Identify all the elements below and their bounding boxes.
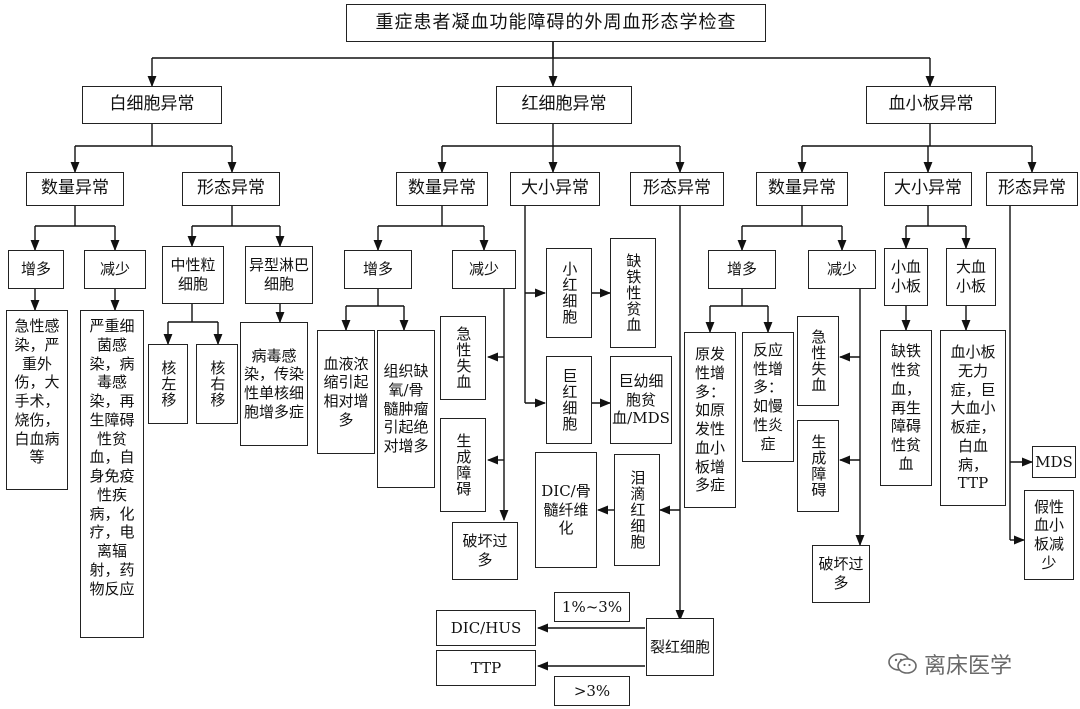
plt-abnormal-node: 血小板异常 [866,86,996,124]
watermark: 离床医学 [888,648,1012,680]
wbc-decrease-node: 减少 [84,250,146,289]
schistocyte-threshold-high: >3% [554,676,630,706]
plt-small-causes: 缺铁性贫血，再生障碍性贫血 [880,330,932,486]
diagram-title: 重症患者凝血功能障碍的外周血形态学检查 [346,4,766,42]
plt-acute-blood-loss: 急性失血 [797,316,839,406]
wbc-decrease-causes: 严重细菌感染，病毒感染，再生障碍性贫血，自身免疫性疾病，化疗，电离辐射，药物反应 [80,310,144,638]
wbc-right-shift-node: 核右移 [196,344,238,424]
plt-count-node: 数量异常 [756,172,848,206]
rbc-acute-blood-loss: 急性失血 [440,316,486,400]
rbc-iron-deficiency-anemia: 缺铁性贫血 [610,238,656,348]
rbc-teardrop-node: 泪滴红细胞 [614,454,660,566]
wbc-increase-node: 增多 [8,250,64,289]
wbc-left-shift-node: 核左移 [148,344,188,424]
plt-reactive-increase: 反应性增多：如慢性炎症 [742,332,794,462]
rbc-megaloblastic-mds: 巨幼细胞贫血/MDS [610,356,672,444]
rbc-abnormal-node: 红细胞异常 [496,86,632,124]
plt-small-platelet-node: 小血小板 [884,248,928,306]
rbc-macrocyte-node: 巨红细胞 [546,356,592,444]
plt-production-failure: 生成障碍 [797,420,839,512]
plt-large-causes: 血小板无力症，巨大血小板症，白血病，TTP [940,330,1006,506]
wbc-atypical-lymph-node: 异型淋巴细胞 [245,246,313,304]
rbc-relative-increase: 血液浓缩引起相对增多 [317,330,375,454]
wbc-abnormal-node: 白细胞异常 [82,86,222,124]
rbc-production-failure: 生成障碍 [440,418,486,512]
rbc-excess-destruction: 破坏过多 [452,522,518,580]
wbc-count-node: 数量异常 [26,172,124,206]
plt-excess-destruction: 破坏过多 [812,545,870,603]
wbc-morph-node: 形态异常 [182,172,280,206]
rbc-morph-node: 形态异常 [630,172,724,206]
rbc-absolute-increase: 组织缺氧/骨髓肿瘤引起绝对增多 [377,330,435,488]
plt-morph-node: 形态异常 [986,172,1078,206]
plt-increase-node: 增多 [708,250,776,289]
rbc-size-node: 大小异常 [510,172,600,206]
dic-hus-node: DIC/HUS [436,610,536,646]
plt-primary-increase: 原发性增多：如原发性血小板增多症 [684,332,736,508]
plt-decrease-node: 减少 [808,250,876,289]
ttp-node: TTP [436,650,536,686]
rbc-increase-node: 增多 [344,250,412,289]
rbc-decrease-node: 减少 [452,250,516,289]
rbc-count-node: 数量异常 [396,172,488,206]
plt-large-platelet-node: 大血小板 [946,248,996,306]
watermark-text: 离床医学 [924,654,1013,679]
rbc-schistocyte-node: 裂红细胞 [646,618,714,676]
plt-mds-node: MDS [1032,446,1076,478]
plt-pseudothrombocytopenia: 假性血小板减少 [1024,490,1074,580]
wbc-increase-causes: 急性感染，严重外伤，大手术，烧伤，白血病等 [6,310,68,490]
schistocyte-threshold-low: 1%~3% [554,592,630,622]
rbc-microcyte-node: 小红细胞 [546,248,592,338]
plt-size-node: 大小异常 [884,172,972,206]
wbc-neutrophil-node: 中性粒细胞 [162,246,224,304]
wbc-atypical-causes: 病毒感染，传染性单核细胞增多症 [240,322,308,446]
wechat-icon [888,652,918,676]
rbc-dic-myelofibrosis: DIC/骨髓纤维化 [535,452,597,568]
